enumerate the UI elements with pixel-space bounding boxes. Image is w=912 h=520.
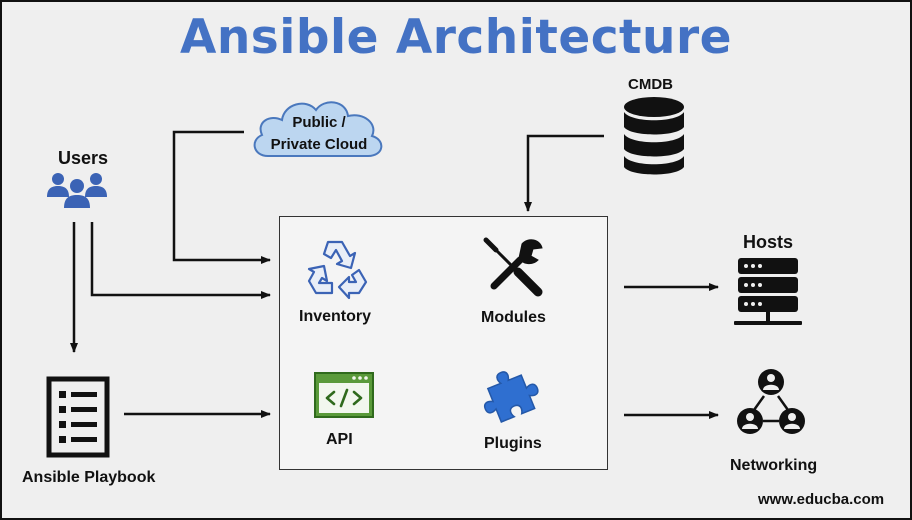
hosts-label: Hosts <box>743 232 794 252</box>
api-label: API <box>326 431 353 448</box>
cloud-icon <box>253 101 383 157</box>
users-label: Users <box>58 148 109 168</box>
diagram-title: Ansible Architecture <box>179 10 733 65</box>
code-window-icon <box>314 372 374 418</box>
cmdb-to-modules-arrow <box>524 134 604 212</box>
cmdb-label: CMDB <box>628 76 673 93</box>
wrench-screwdriver-icon <box>483 237 543 297</box>
inventory-label: Inventory <box>299 308 372 325</box>
database-icon <box>624 97 684 175</box>
users-group-icon <box>47 173 107 208</box>
users-to-inventory-arrow <box>90 222 271 299</box>
modules-label: Modules <box>481 309 546 326</box>
server-rack-icon <box>734 258 802 325</box>
networking-label: Networking <box>730 457 818 474</box>
plugins-label: Plugins <box>484 435 542 452</box>
recycle-icon <box>307 240 368 300</box>
ansible-engine-box <box>279 216 608 470</box>
puzzle-piece-icon <box>484 371 539 423</box>
cloud-label: Public / Private Cloud <box>270 114 368 153</box>
playbook-label: Ansible Playbook <box>22 469 156 486</box>
watermark-text: www.educba.com <box>758 491 885 508</box>
cloud-to-inventory-arrow <box>172 130 271 264</box>
checklist-icon <box>46 376 110 458</box>
network-people-icon <box>737 369 805 434</box>
